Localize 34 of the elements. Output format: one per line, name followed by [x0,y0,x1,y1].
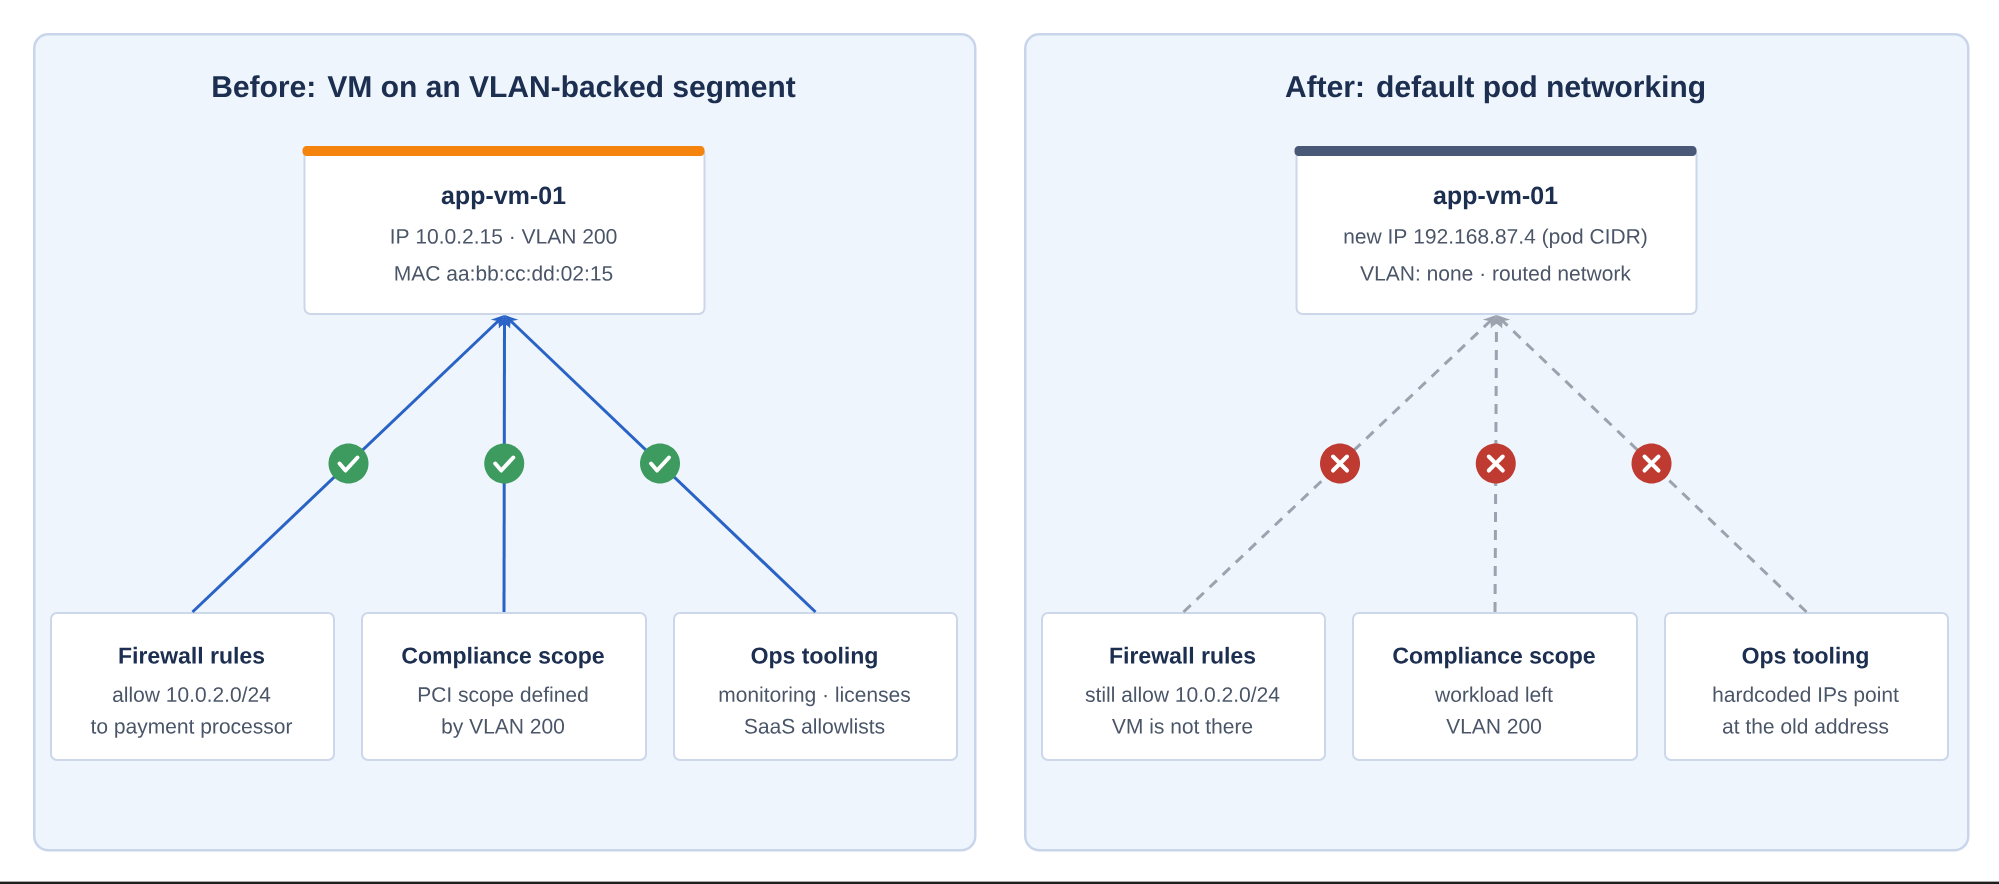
card-text: hardcoded IPs point [1713,686,1899,707]
card [1352,612,1638,761]
card-text: VM is not there [1112,718,1253,734]
card-text: VLAN: none · routed network [1360,265,1631,281]
card [50,612,335,761]
card-title: Firewall rules [119,646,265,664]
card-text: by VLAN 200 [442,718,564,738]
card [302,146,706,315]
card-title: app-vm-01 [1433,186,1558,210]
card-text: MAC aa:bb:cc:dd:02:15 [395,265,613,281]
card-title: Firewall rules [1110,646,1256,664]
card-title: Ops tooling [1742,646,1868,669]
card-text: VLAN 200 [1446,718,1542,734]
card-title: Compliance scope [402,646,604,669]
card [1041,612,1326,761]
panel-title: Before: VM on an VLAN-backed segment [213,75,796,104]
card-text: IP 10.0.2.15 · VLAN 200 [391,228,617,244]
card-text: to payment processor [90,719,293,738]
card-title: app-vm-01 [441,186,566,210]
panel-title: After: default pod networking [1285,75,1705,104]
card-text: at the old address [1722,718,1889,734]
card-text: monitoring · licenses [719,686,910,707]
card-text: PCI scope defined [418,686,588,707]
card-title: Compliance scope [1393,646,1595,669]
card [1664,612,1949,761]
card [361,612,647,761]
card-text: new IP 192.168.87.4 (pod CIDR) [1344,228,1647,248]
card-text: still allow 10.0.2.0/24 [1085,686,1280,702]
card-title: Ops tooling [751,646,877,669]
card [673,612,958,761]
card-text: allow 10.0.2.0/24 [113,686,271,702]
card-text: workload left [1435,686,1553,702]
card-text: SaaS allowlists [744,718,885,734]
card [1294,146,1698,315]
